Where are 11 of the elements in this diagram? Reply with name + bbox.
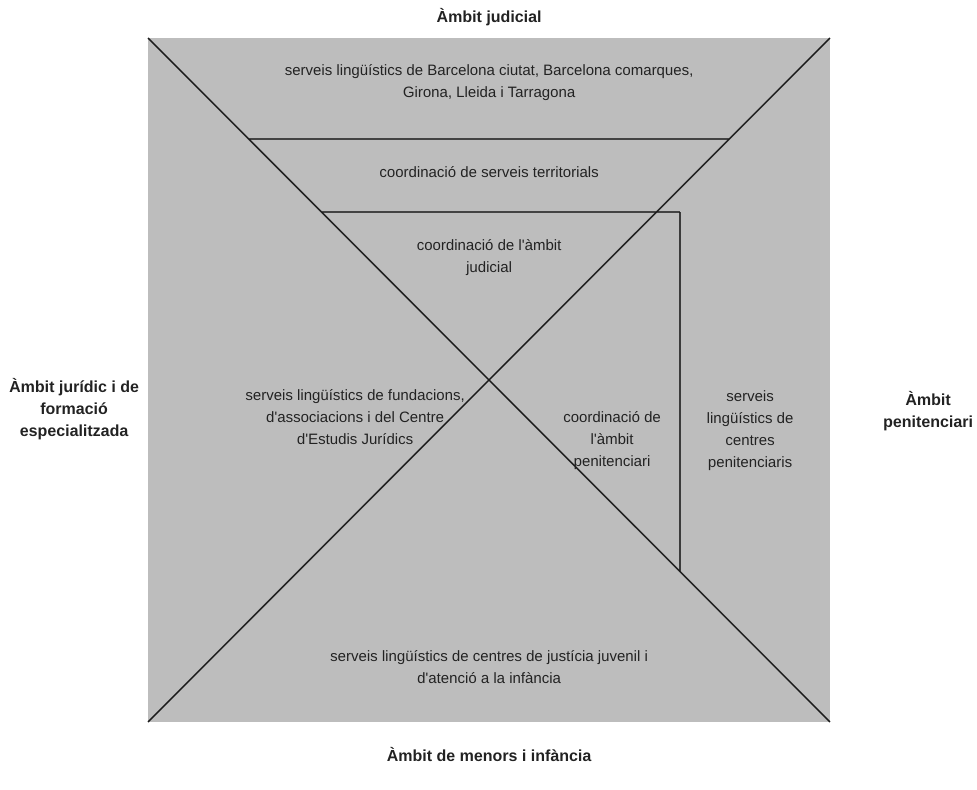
section-heading: Àmbit de menors i infància [386,746,592,767]
section-heading: Àmbit penitenciari [882,390,974,433]
region-text: serveis lingüístics de centres de justícia juvenil i d'atenció a la infància [329,647,649,689]
region-text: serveis lingüístics de fundacions, d'associacions i del Centre d'Estudis Jurídics [244,386,466,450]
section-heading: Àmbit jurídic i de formació especialitzada [8,377,140,442]
section-heading: Àmbit judicial [436,7,542,28]
region-text: serveis lingüístics de centres penitenciaris [706,387,794,473]
region-text: coordinació de l'àmbit penitenciari [562,408,662,472]
region-text: coordinació de l'àmbit judicial [416,236,562,278]
region-text: coordinació de serveis territorials [378,163,600,183]
region-text: serveis lingüístics de Barcelona ciutat, Barcelona comarques, Girona, Lleida i Tarragona [284,61,694,103]
